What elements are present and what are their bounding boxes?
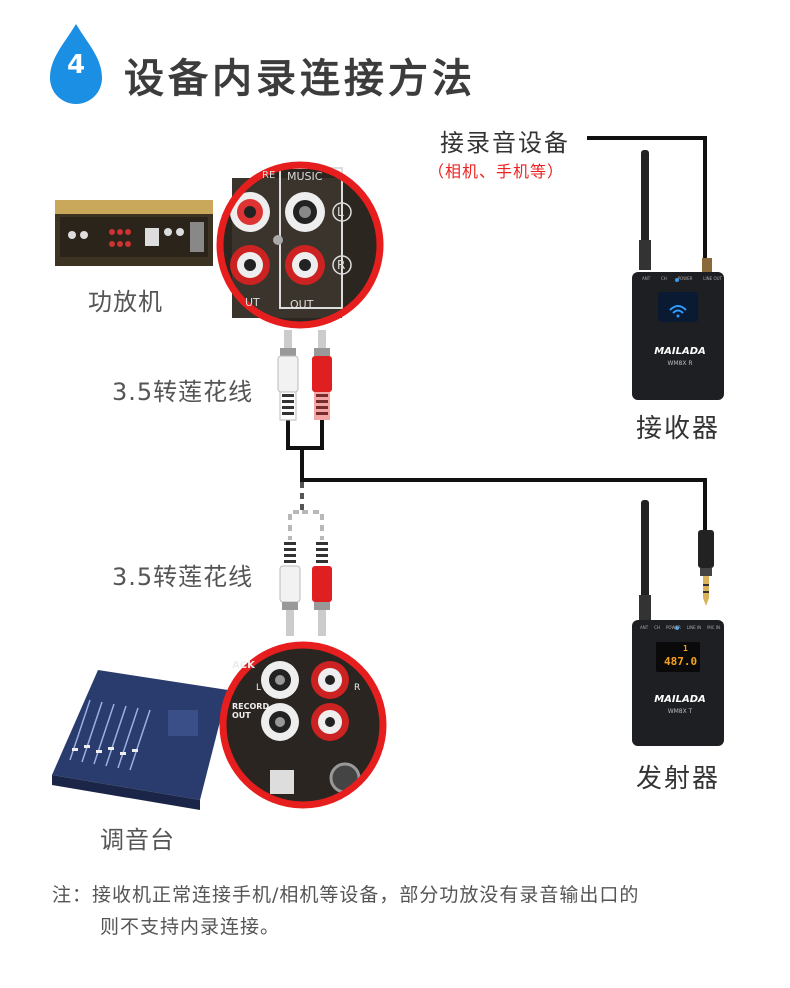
recorder-label: 接录音设备 xyxy=(440,129,570,157)
transmitter-screen-freq: 487.0 xyxy=(664,655,698,668)
wire-top-trunk xyxy=(300,448,707,530)
transmitter-device xyxy=(632,500,724,746)
rca-plug-red-bottom xyxy=(312,542,332,636)
transmitter-label: 发射器 xyxy=(636,764,721,794)
amp-pre-label: RE xyxy=(262,170,276,181)
wire-receiver-to-recorder xyxy=(587,136,707,268)
mixer-back-label: ACK xyxy=(232,660,255,671)
recorder-sub-label: （相机、手机等） xyxy=(428,162,565,181)
receiver-model: WM8X R xyxy=(667,360,693,367)
note-line-1: 注：接收机正常连接手机/相机等设备，部分功放没有录音输出口的 xyxy=(52,884,640,906)
rca-plug-white-bottom xyxy=(279,542,301,636)
amp-l-label: L xyxy=(337,205,344,219)
amp-music-label: MUSIC xyxy=(287,170,323,183)
step-number: 4 xyxy=(66,50,86,80)
transmitter-screen-ch: 1 xyxy=(683,644,688,653)
amplifier-label: 功放机 xyxy=(88,288,163,316)
receiver-label: 接收器 xyxy=(636,414,721,444)
wires xyxy=(286,136,707,530)
amp-ut-label: UT xyxy=(245,296,260,309)
mixer-label: 调音台 xyxy=(100,826,175,854)
rca-plug-red-top xyxy=(312,330,332,420)
receiver-brand: MAILADA xyxy=(654,346,706,357)
jack-plug-3-5mm xyxy=(698,530,714,606)
amp-r-label: R xyxy=(337,258,346,272)
mixer-record-out-label: RECORD OUT xyxy=(232,702,270,720)
amp-out-label: OUT xyxy=(290,298,314,311)
drop-icon xyxy=(50,24,102,104)
rca-plug-white-top xyxy=(277,330,299,421)
note-line-2: 则不支持内录连接。 xyxy=(100,916,281,938)
cable-top-label: 3.5转莲花线 xyxy=(112,378,254,406)
mixer-image xyxy=(52,670,228,810)
mixer-zoom-circle xyxy=(219,641,387,809)
amplifier-image xyxy=(55,200,213,266)
cable-bottom-label: 3.5转莲花线 xyxy=(112,563,254,591)
wire-bottom-dashed xyxy=(288,482,324,540)
page-title: 设备内录连接方法 xyxy=(124,56,476,102)
wire-top-rca-white xyxy=(286,420,302,450)
amp-zoom-circle xyxy=(216,161,384,329)
mixer-l-label: L xyxy=(256,683,262,693)
transmitter-model: WM8X T xyxy=(667,708,693,715)
transmitter-brand: MAILADA xyxy=(654,694,706,705)
mixer-r-label: R xyxy=(354,683,361,693)
wire-top-rca-red xyxy=(302,420,324,450)
receiver-device xyxy=(632,150,724,400)
